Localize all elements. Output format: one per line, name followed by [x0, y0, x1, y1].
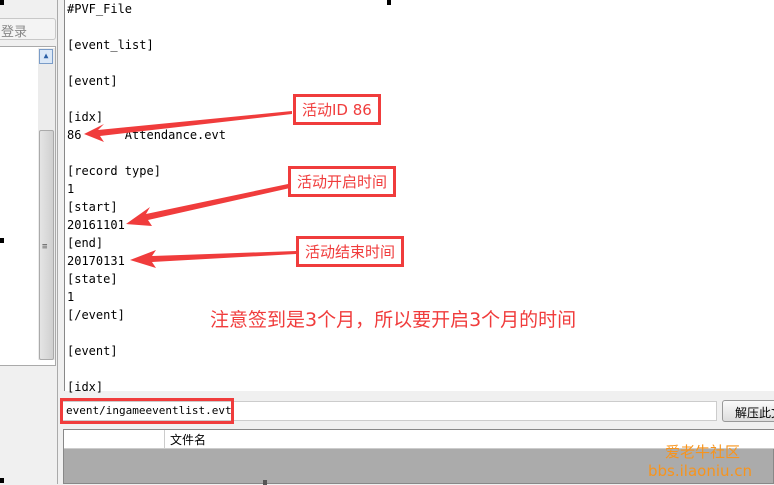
editor-line: [idx] — [67, 110, 104, 124]
grip-icon: ≡ — [42, 242, 48, 252]
text-editor[interactable]: #PVF_File [event_list] [event] [idx] 86 Atte… — [64, 0, 774, 394]
arrow-end — [130, 250, 296, 268]
editor-line: 20161101 — [67, 218, 125, 232]
editor-line: [record type] — [67, 164, 161, 178]
path-highlight — [60, 398, 234, 424]
editor-line: [idx] — [67, 380, 104, 394]
editor-line: #PVF_File — [67, 2, 133, 16]
selection-handle — [0, 0, 4, 5]
editor-line: [event] — [67, 74, 118, 88]
file-grid[interactable]: 文件名 — [63, 429, 774, 484]
grid-column-blank[interactable] — [64, 430, 165, 449]
watermark-text: 爱老牛社区 — [665, 443, 741, 461]
scroll-thumb[interactable] — [39, 130, 54, 360]
editor-line: [state] — [67, 272, 118, 286]
left-panel: 登录 ▲ ≡ — [0, 0, 57, 484]
selection-handle — [263, 480, 267, 485]
selection-handle — [387, 0, 391, 5]
annotation-start: 活动开启时间 — [288, 166, 397, 197]
arrow-id — [84, 111, 292, 142]
grid-header: 文件名 — [64, 430, 774, 449]
selection-handle — [0, 478, 4, 483]
grid-column-filename[interactable]: 文件名 — [170, 433, 207, 447]
splitter[interactable] — [57, 0, 64, 484]
editor-line: 1 — [67, 290, 75, 304]
scroll-up-button[interactable]: ▲ — [39, 49, 53, 64]
selection-handle — [0, 238, 4, 243]
editor-line: 20170131 — [67, 254, 125, 268]
editor-line: 1 — [67, 182, 75, 196]
annotation-note: 注意签到是3个月，所以要开启3个月的时间 — [210, 309, 577, 331]
editor-line: [end] — [67, 236, 104, 250]
editor-line: [/event] — [67, 308, 125, 322]
editor-line: 86 Attendance.evt — [67, 128, 226, 142]
annotation-id: 活动ID 86 — [293, 94, 381, 125]
editor-line: [event_list] — [67, 38, 154, 52]
watermark-url: bbs.ilaoniu.cn — [648, 462, 753, 480]
arrow-start — [126, 184, 290, 226]
annotation-end: 活动结束时间 — [296, 236, 405, 267]
editor-line: [event] — [67, 344, 118, 358]
login-button[interactable]: 登录 — [0, 18, 56, 40]
path-input-value: event/ingameeventlist.evt — [66, 404, 232, 417]
editor-line: [start] — [67, 200, 118, 214]
